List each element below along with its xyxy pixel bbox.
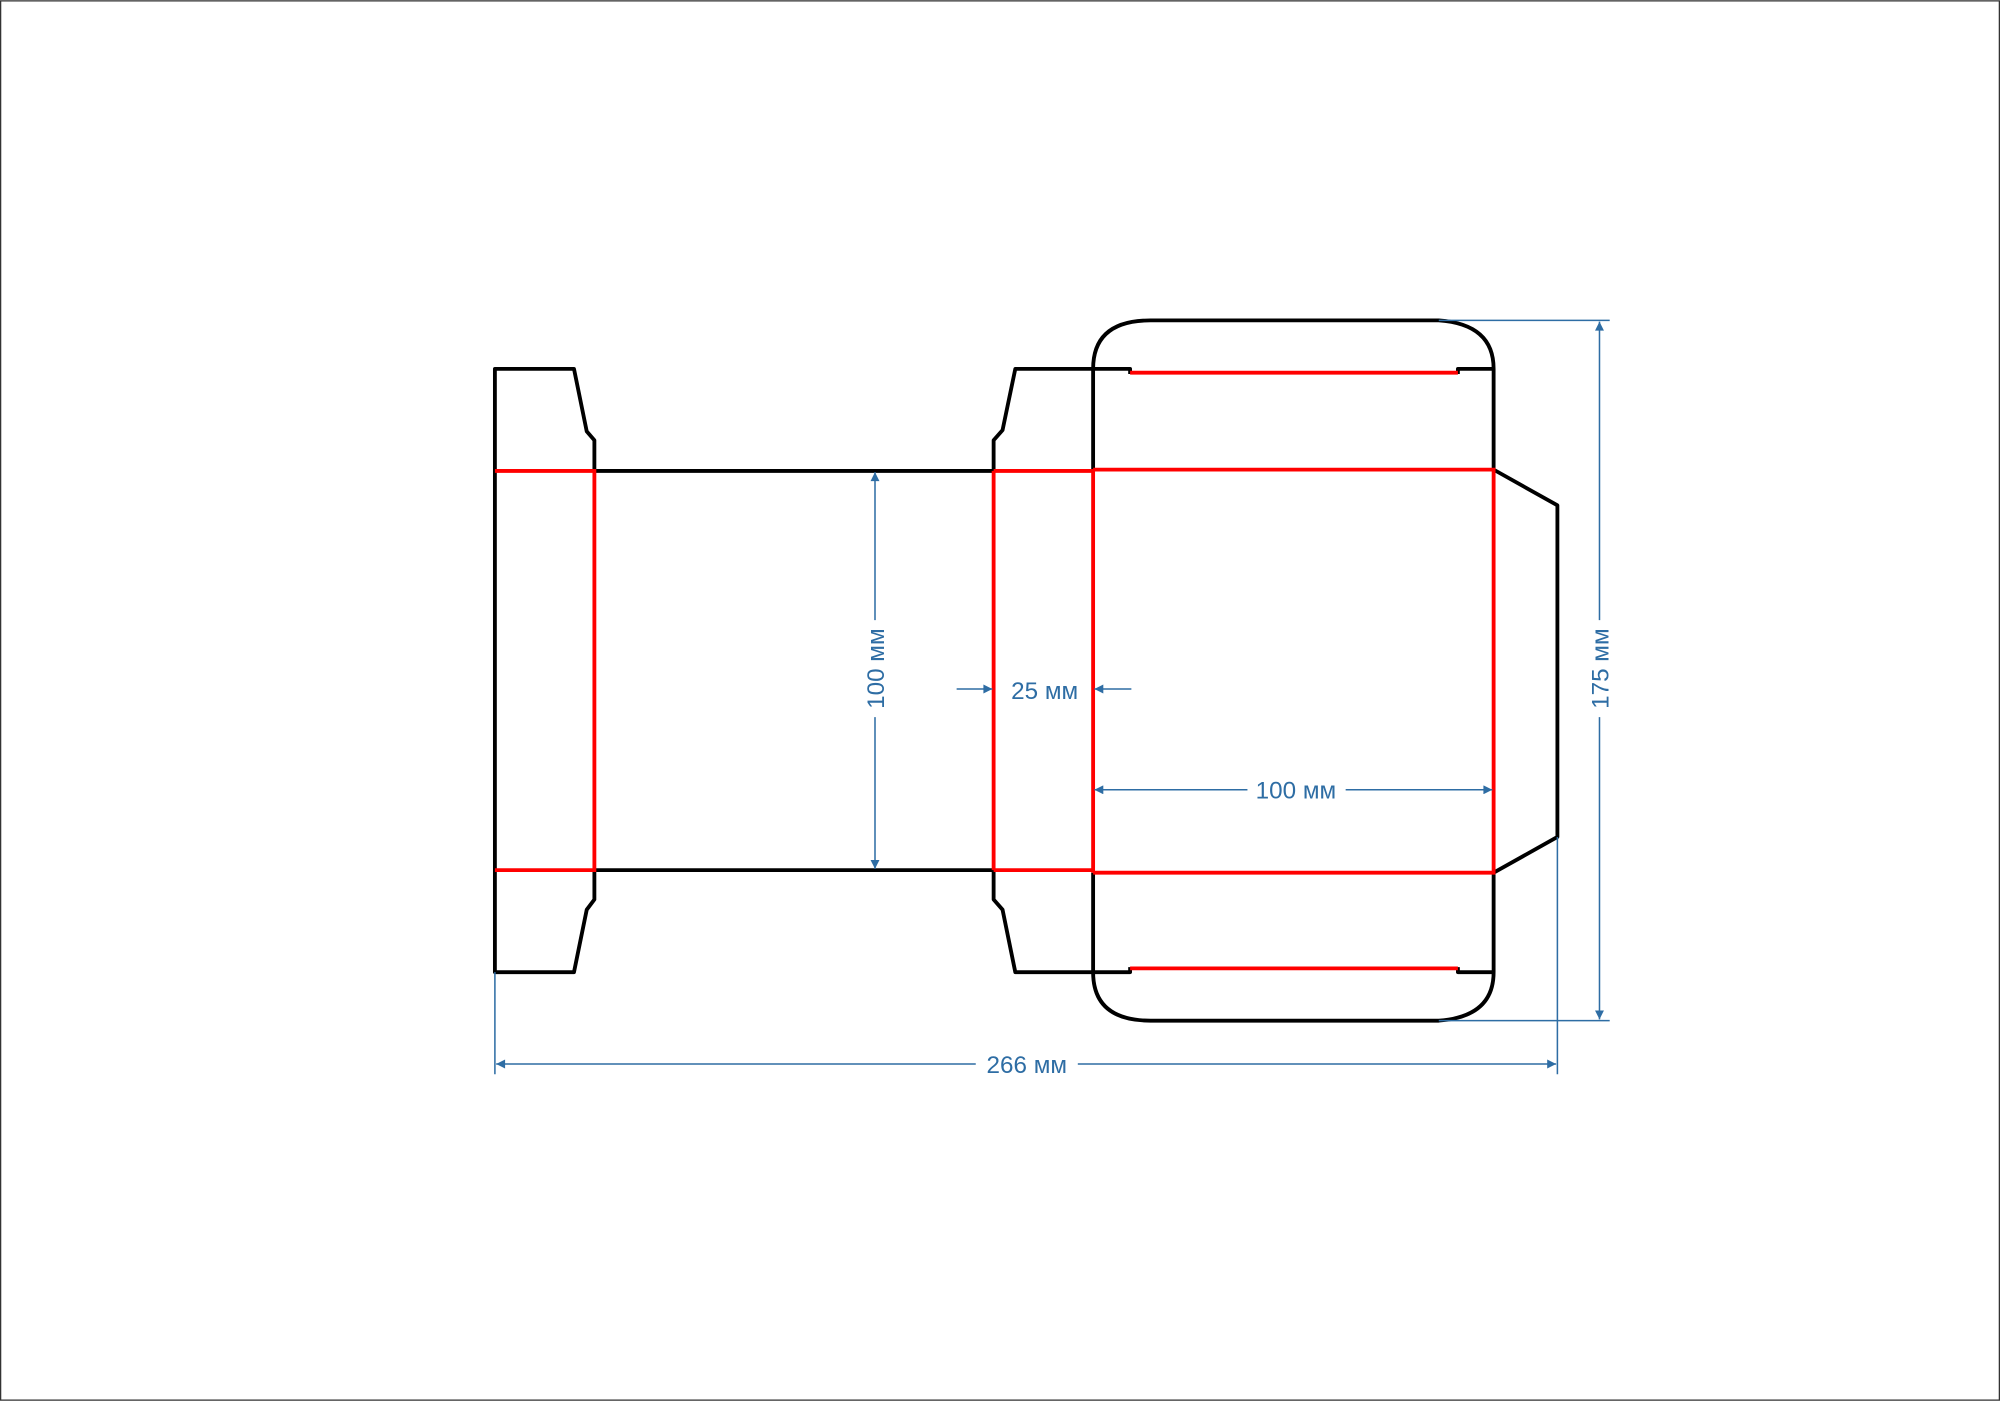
dimension-label: 25 мм bbox=[1011, 678, 1078, 705]
dimension-side-width: 25 мм bbox=[956, 678, 1132, 705]
dimension-label: 266 мм bbox=[987, 1052, 1067, 1079]
dimension-label: 100 мм bbox=[863, 628, 890, 708]
left-glue-flap-outline bbox=[492, 366, 597, 975]
dimension-label: 175 мм bbox=[1587, 628, 1614, 708]
dimension-total-height: 175 мм bbox=[1438, 319, 1614, 1022]
dimension-panel-width: 100 мм bbox=[1094, 778, 1493, 805]
dimension-panel-height: 100 мм bbox=[863, 472, 890, 869]
bottom-lid-flap bbox=[1091, 872, 1496, 1023]
back-panel-edges bbox=[594, 468, 994, 873]
crease-lines bbox=[494, 370, 1496, 971]
dimension-label: 100 мм bbox=[1256, 778, 1336, 805]
dimension-total-width: 266 мм bbox=[494, 836, 1559, 1079]
crease-front-panel bbox=[1093, 467, 1496, 875]
side-top-tab bbox=[991, 366, 1094, 471]
side-bottom-tab bbox=[991, 870, 1094, 975]
crease-left-flap bbox=[494, 468, 597, 873]
crease-side-panel bbox=[991, 468, 1096, 873]
cut-lines bbox=[492, 318, 1560, 1023]
right-side-flap bbox=[1492, 467, 1560, 875]
top-lid-flap bbox=[1091, 318, 1496, 470]
